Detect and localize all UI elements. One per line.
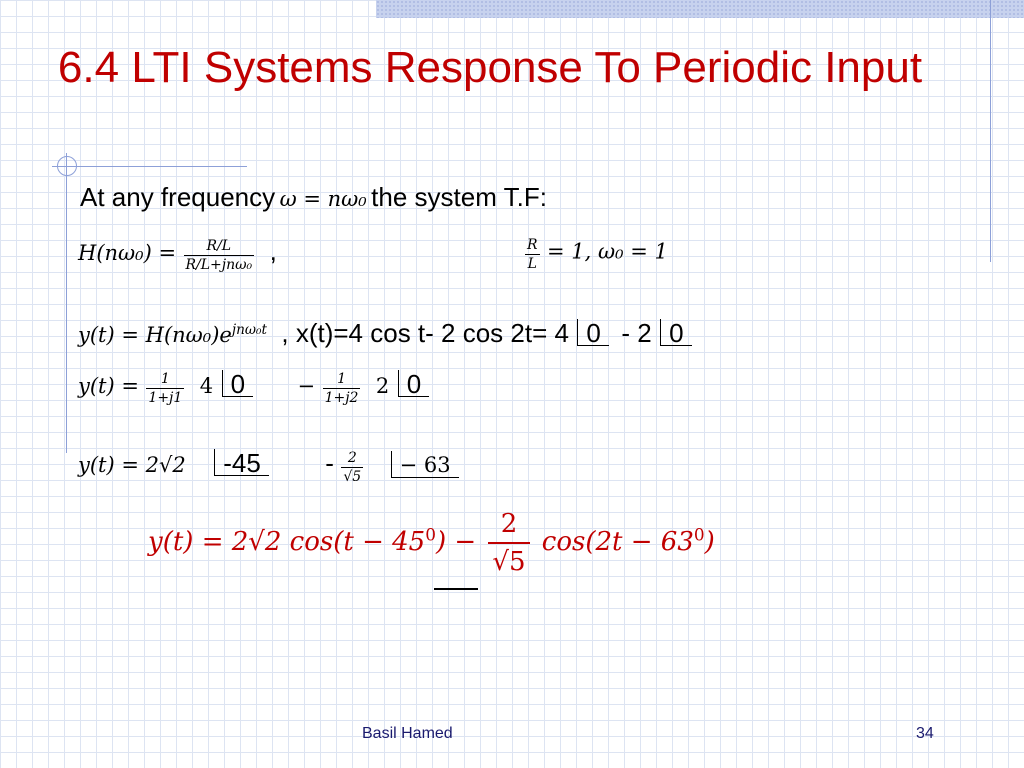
phasor-fraction-2-den: 1+j2 [324,390,359,407]
result-fraction-num: 2 [500,509,518,539]
phasor-fraction-1-den: 1+j1 [148,390,183,407]
input-angle-2: 0 [660,319,692,346]
phasor-fraction-2-num: 1 [337,371,346,388]
magnitude-fraction-num: 2 [347,450,357,467]
phasor-fraction-1-bar [146,388,185,390]
result-part-4: ) [704,527,715,557]
phasor-fraction-2-bar [322,388,361,390]
left-decorative-rule-horizontal [52,166,247,167]
angle-underline-mark [434,588,478,590]
phasor-coef-1: 4 [199,374,214,398]
tf-numerator: R/L [206,238,232,255]
input-signal-text: , x(t)=4 cos t- 2 cos 2t= 4 [281,318,569,348]
response-equation: y(t) = H(nω₀)ejnω₀t [78,322,267,347]
response-definition-line: y(t) = H(nω₀)ejnω₀t , x(t)=4 cos t- 2 co… [78,318,692,349]
tf-denominator: R/L+jnω₀ [185,257,253,274]
magnitude-fraction: 2 √5 [341,449,364,486]
footer-author: Basil Hamed [362,725,453,742]
result-fraction-den: √5 [492,547,526,577]
rl-fraction-bar [525,254,540,255]
result-degree-1: 0 [425,524,436,545]
tf-comma: , [269,236,277,266]
footer-page-number: 34 [916,725,934,742]
rl-fraction: R L [525,236,540,273]
phasor-angle-2: 0 [397,370,430,397]
frequency-text: At any frequency [80,182,276,212]
final-result-equation: y(t) = 2√2 cos(t − 450) − 2 √5 cos(2t − … [148,509,715,577]
result-part-1: y(t) = 2√2 cos(t − 45 [148,527,426,557]
magnitude-minus: - [325,448,334,478]
phasor-coef-2: 2 [375,374,390,398]
transfer-function-line: H(nω₀) = R/L R/L+jnω₀ , [78,236,277,274]
right-decorative-rule [990,0,991,262]
tf-lhs: H(nω₀) = [78,241,177,265]
omega-equation: ω = nω₀ [279,187,367,211]
decorative-ring [57,156,77,176]
phasor-fraction-1: 1 1+j1 [146,370,185,407]
response-lhs: y(t) = H(nω₀)e [78,323,232,347]
magnitude-fraction-bar [341,467,364,469]
top-decorative-band [376,0,1024,18]
rl-denominator: L [527,256,537,272]
slide-title: 6.4 LTI Systems Response To Periodic Inp… [57,43,923,92]
magnitude-fraction-den: √5 [343,469,362,486]
magnitude-angle-1: -45 [214,449,269,476]
result-part-3: cos(2t − 63 [541,527,694,557]
response-exponent: jnω₀t [231,322,267,338]
response-phasor-line: y(t) = 1 1+j1 4 0 − 1 1+j2 2 0 [78,370,430,407]
phasor-minus: − [297,374,316,398]
result-degree-2: 0 [693,524,705,545]
input-minus: - 2 [621,318,652,348]
tf-fraction-bar [183,255,255,257]
frequency-line: At any frequency ω = nω₀ the system T.F: [80,182,547,213]
system-tf-text: the system T.F: [371,182,547,212]
parameter-line: R L = 1, ω₀ = 1 [522,236,668,273]
final-result-line: y(t) = 2√2 cos(t − 450) − 2 √5 cos(2t − … [148,506,715,580]
phasor-lhs: y(t) = [78,374,139,398]
magnitude-angle-2: − 63 [390,451,459,478]
input-angle-1: 0 [577,319,609,346]
parameter-values: = 1, ω₀ = 1 [547,239,668,264]
left-decorative-rule-vertical [66,153,67,453]
response-magnitude-line: y(t) = 2√2 -45 - 2 √5 − 63 [78,448,459,486]
tf-fraction: R/L R/L+jnω₀ [183,237,255,274]
magnitude-lhs: y(t) = 2√2 [78,453,186,477]
result-part-2: ) − [435,527,477,557]
phasor-fraction-1-num: 1 [160,371,170,388]
rl-numerator: R [527,237,538,253]
phasor-fraction-2: 1 1+j2 [322,370,361,407]
result-fraction: 2 √5 [488,506,530,580]
result-fraction-bar [488,542,530,544]
phasor-angle-1: 0 [221,370,254,397]
